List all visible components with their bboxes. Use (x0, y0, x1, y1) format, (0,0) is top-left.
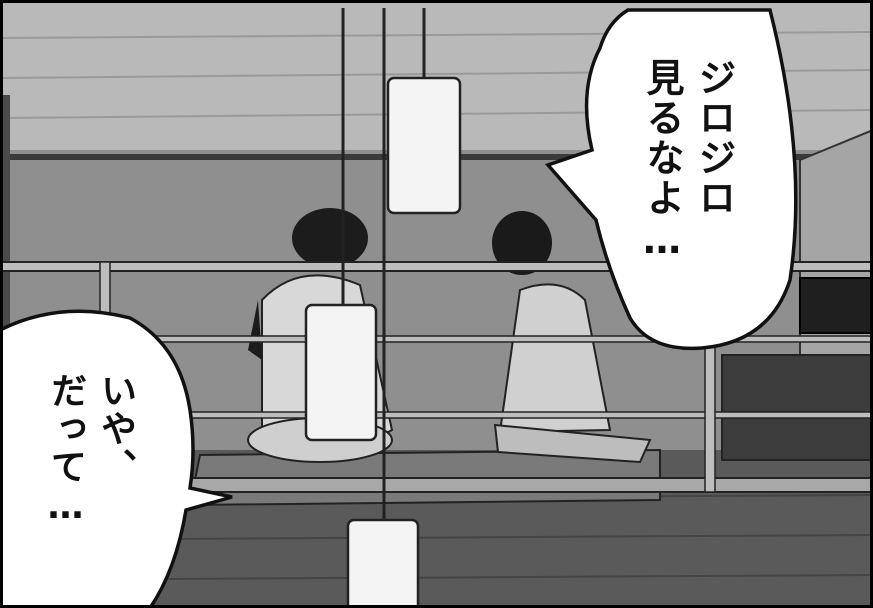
speech-bubble-right (544, 8, 798, 351)
left-doorway (0, 95, 10, 535)
speech-bubble-left (0, 309, 233, 608)
boy-character (492, 211, 652, 464)
pendant-lamps (304, 8, 462, 608)
tv-screen (799, 277, 873, 334)
speech-text-right-line1: ジロジロ (692, 58, 736, 218)
speech-text-left-line2: だって… (45, 372, 86, 529)
speech-text-left-line1: いや、 (95, 372, 136, 486)
speech-text-right-line2: 見るなよ… (640, 58, 684, 264)
tv-stand (721, 354, 873, 461)
